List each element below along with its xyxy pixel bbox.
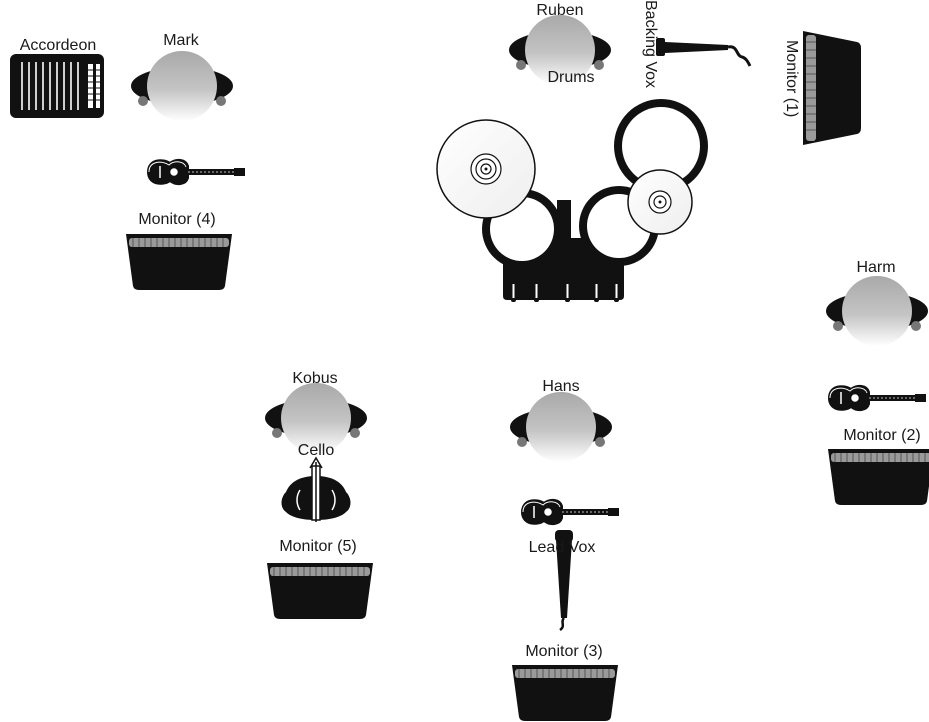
performer-hans-icon [510,392,612,462]
label-hans: Hans [542,378,580,395]
label-mark: Mark [163,32,199,49]
monitor-1-icon [803,31,861,145]
label-backing-vox: Backing Vox [642,0,659,89]
performer-mark-icon [131,51,233,121]
drum-kit-icon [436,99,708,302]
label-ruben: Ruben [536,2,584,19]
backing-vox-mic-icon [656,38,752,67]
guitar-hans-icon [521,498,620,526]
cello-icon [281,456,351,522]
label-kobus: Kobus [292,370,338,387]
label-monitor-5: Monitor (5) [279,538,357,555]
monitor-5-icon [266,562,374,620]
label-harm: Harm [856,259,896,276]
guitar-mark-icon [147,158,246,186]
label-monitor-1: Monitor (1) [783,40,800,118]
label-cello: Cello [297,442,335,459]
monitor-3-icon [511,664,619,722]
lead-vox-mic-icon [555,530,573,632]
accordeon-icon [10,54,104,118]
label-lead-vox: Lead Vox [528,539,596,556]
label-monitor-4: Monitor (4) [138,211,216,228]
monitor-4-icon [125,233,233,291]
label-monitor-3: Monitor (3) [525,643,603,660]
label-monitor-2: Monitor (2) [843,427,921,444]
monitor-2-icon [827,448,929,506]
guitar-harm-icon [828,384,927,412]
label-drums: Drums [547,69,595,86]
performer-harm-icon [826,276,928,346]
label-accordeon: Accordeon [19,37,97,54]
